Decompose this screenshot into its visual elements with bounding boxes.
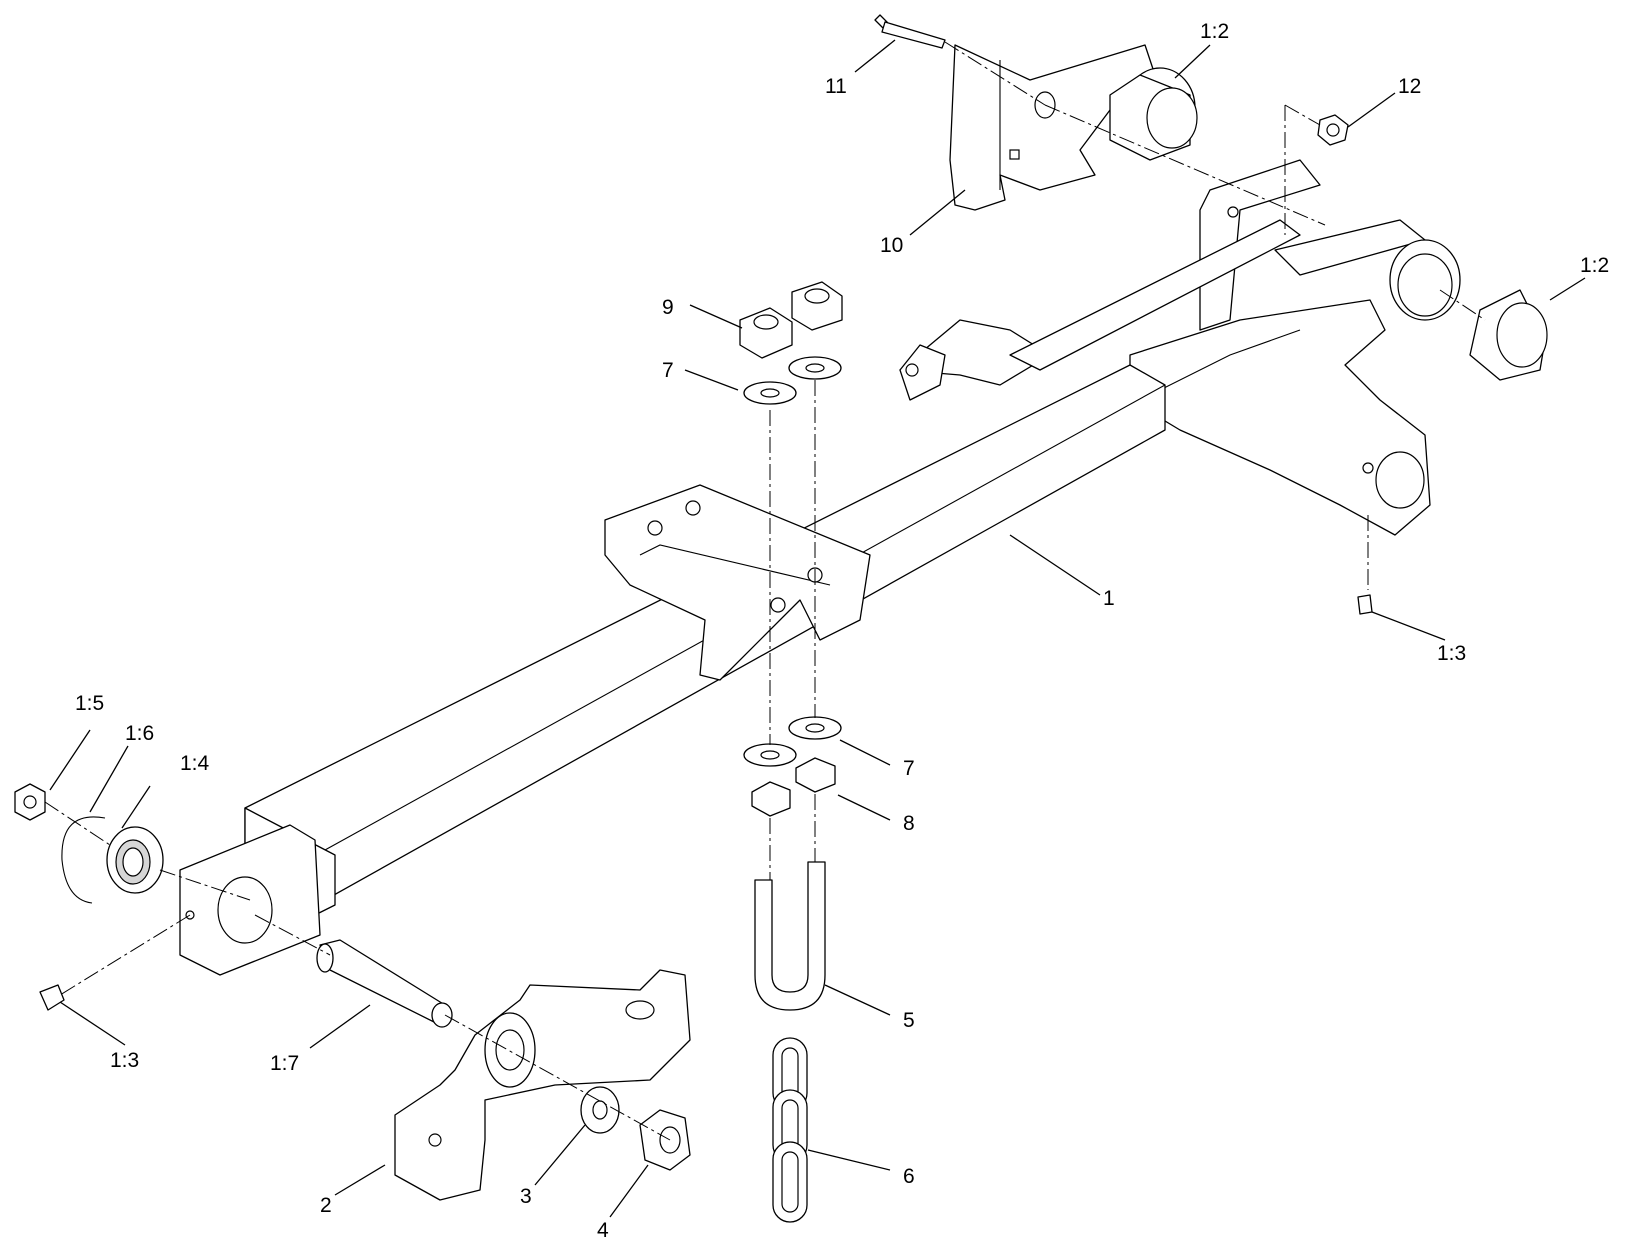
callout-7-upper: 7 [662, 359, 674, 382]
chain [772, 1037, 808, 1223]
callout-11: 11 [825, 75, 847, 98]
callout-1-3-rear: 1:3 [1437, 642, 1466, 665]
retaining-ring-1-6 [61, 816, 106, 904]
hex-nut-8b [795, 757, 836, 793]
grease-fitting-front [39, 984, 65, 1011]
bushing-upper [1109, 67, 1198, 161]
callout-1: 1 [1103, 587, 1115, 610]
callout-4: 4 [597, 1219, 609, 1242]
bushing-right [1469, 289, 1548, 381]
callout-3: 3 [520, 1185, 532, 1208]
bolt [874, 14, 946, 49]
bearing-1-4 [106, 826, 164, 894]
hex-nut-8a [751, 781, 791, 817]
hitch-pin-1-7 [316, 939, 453, 1028]
callout-9: 9 [662, 296, 674, 319]
lock-nut-9a [739, 307, 793, 359]
callout-1-5: 1:5 [75, 692, 104, 715]
callout-1-2-right: 1:2 [1580, 254, 1609, 277]
callout-5: 5 [903, 1009, 915, 1032]
callout-1-7: 1:7 [270, 1052, 299, 1075]
grease-fitting-rear [1357, 594, 1373, 615]
callout-2: 2 [320, 1194, 332, 1217]
lock-nut-9b [791, 281, 843, 331]
callout-labels: 1 2 3 4 5 6 7 7 8 9 10 11 12 1:2 1:2 1:3… [75, 20, 1609, 1242]
callout-1-2-top: 1:2 [1200, 20, 1229, 43]
callout-7-lower: 7 [903, 757, 915, 780]
hitch-plate-2 [394, 969, 691, 1201]
callout-10: 10 [880, 234, 903, 257]
callout-8: 8 [903, 812, 915, 835]
flange-nut-12 [1317, 114, 1349, 146]
flange-nut-1-5 [14, 783, 46, 821]
callout-12: 12 [1398, 75, 1421, 98]
tongue-frame [179, 159, 1461, 976]
lock-nut-4 [639, 1109, 691, 1171]
assembly-axis-lines [44, 41, 1486, 1141]
u-bolt [754, 861, 826, 1011]
callout-1-3-front: 1:3 [110, 1049, 139, 1072]
callout-6: 6 [903, 1165, 915, 1188]
callout-1-4: 1:4 [180, 752, 210, 775]
callout-1-6: 1:6 [125, 722, 154, 745]
leader-lines [49, 39, 1586, 1218]
